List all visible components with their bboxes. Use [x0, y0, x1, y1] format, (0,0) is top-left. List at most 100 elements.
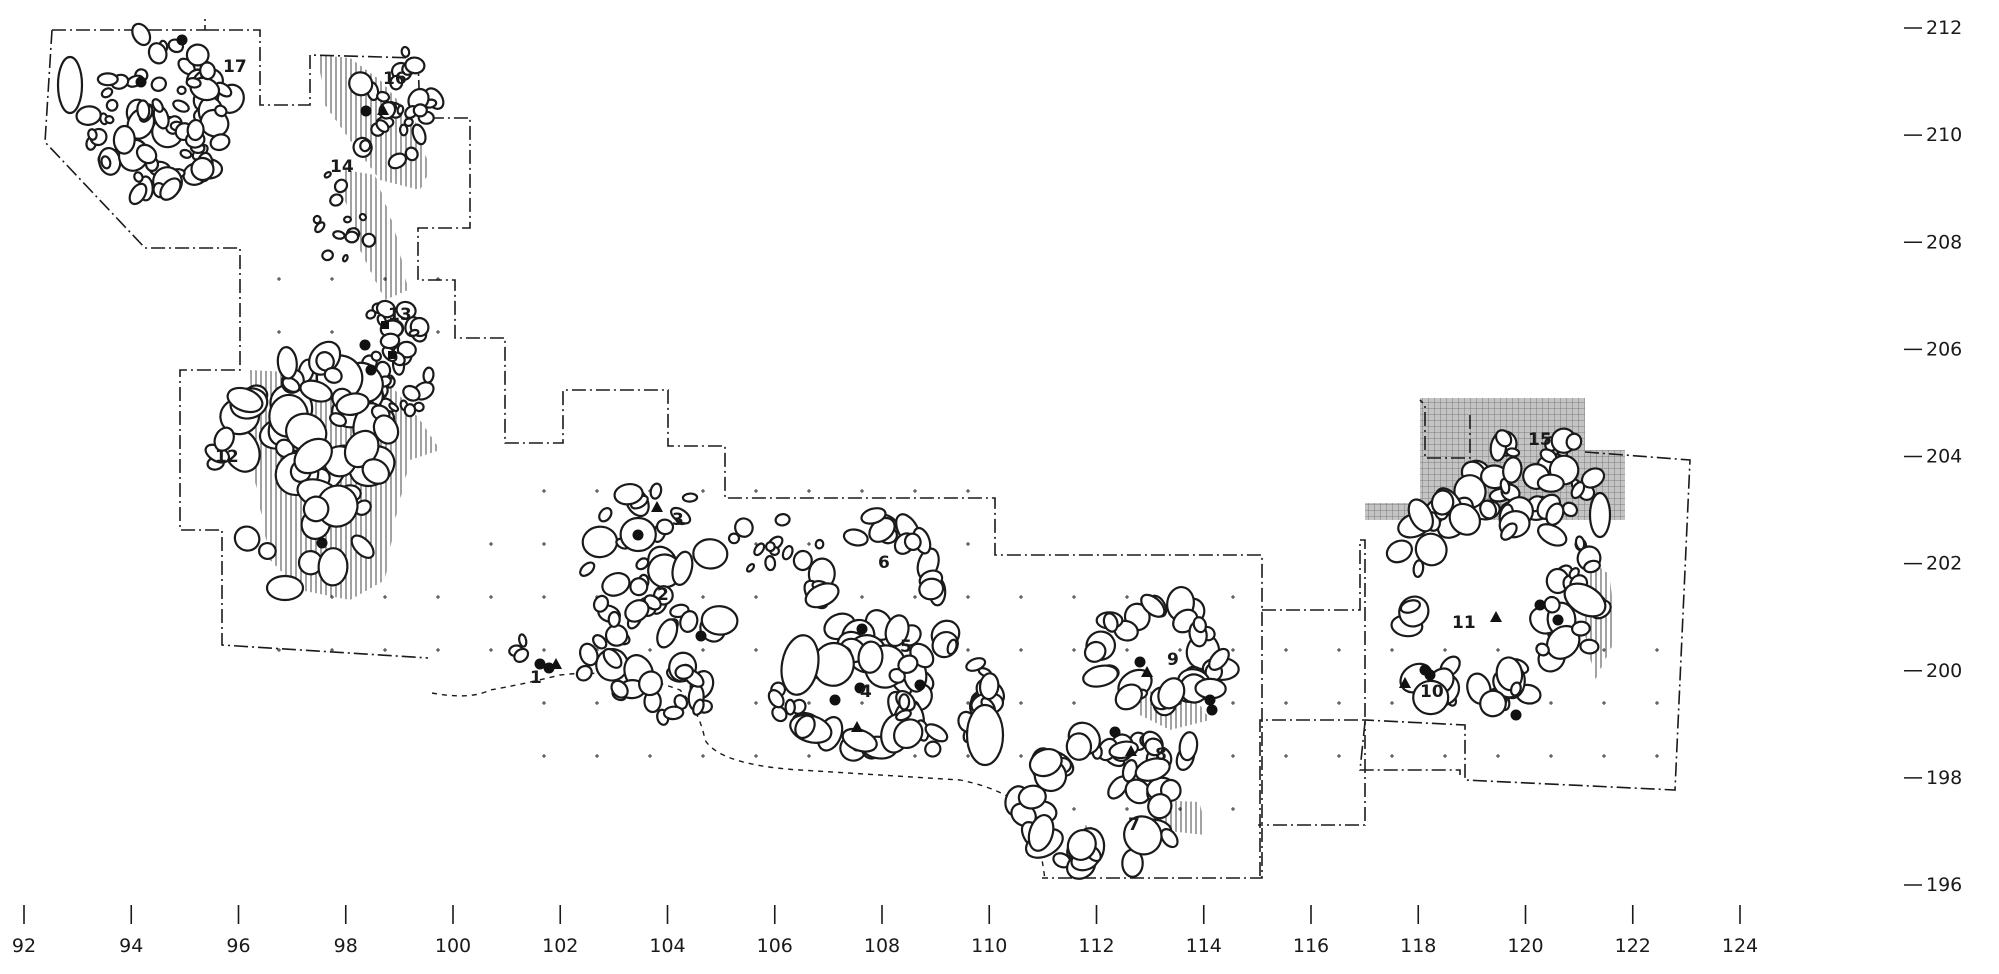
find-dot — [1204, 694, 1216, 706]
grid-cross — [754, 648, 758, 652]
stone — [700, 605, 739, 636]
stone — [87, 128, 98, 141]
stone — [1502, 456, 1523, 484]
stone — [674, 663, 694, 680]
find-dot — [1134, 656, 1146, 668]
stone — [978, 672, 1000, 701]
stone — [656, 618, 679, 649]
grid-cross — [1337, 754, 1341, 758]
stone — [1114, 683, 1143, 711]
stone — [1017, 784, 1047, 810]
find-triangle — [1490, 611, 1502, 622]
stone — [329, 412, 347, 428]
grid-cross — [436, 277, 440, 281]
stone — [344, 230, 360, 244]
stone — [892, 718, 924, 750]
stone — [649, 482, 663, 500]
stone — [398, 123, 409, 137]
grid-cross — [807, 701, 811, 705]
grid-cross — [701, 595, 705, 599]
stone — [400, 45, 411, 58]
stone — [1065, 732, 1093, 761]
x-tick-label: 102 — [542, 935, 578, 957]
stone — [1565, 432, 1583, 451]
y-tick-label: 212 — [1926, 17, 1962, 39]
structure-label-10: 10 — [1420, 682, 1444, 702]
grid-cross — [1072, 807, 1076, 811]
structure-label-17: 17 — [223, 57, 247, 77]
stone — [575, 664, 593, 682]
stone — [604, 624, 629, 647]
stone — [329, 193, 344, 207]
grid-cross — [542, 489, 546, 493]
grid-cross — [595, 701, 599, 705]
grid-cross — [860, 701, 864, 705]
stone — [350, 534, 375, 559]
find-dot — [360, 105, 372, 117]
find-dot — [534, 658, 546, 670]
structure-label-9: 9 — [1167, 650, 1179, 670]
find-triangle — [651, 501, 663, 512]
stone — [135, 143, 158, 165]
stone — [1407, 498, 1434, 533]
grid-cross — [701, 648, 705, 652]
structure-label-12: 12 — [215, 447, 239, 467]
stone — [1082, 664, 1119, 688]
grid-cross — [807, 489, 811, 493]
grid-cross — [542, 648, 546, 652]
stone — [579, 642, 599, 667]
stone — [389, 74, 404, 91]
grid-cross — [383, 648, 387, 652]
stone-large — [226, 386, 264, 414]
stone — [403, 403, 417, 418]
stone — [1102, 612, 1119, 633]
find-triangle — [851, 721, 863, 732]
stone — [314, 221, 326, 234]
stone-large — [56, 55, 84, 115]
x-tick-label: 122 — [1615, 935, 1651, 957]
grid-cross — [1072, 701, 1076, 705]
stone — [276, 346, 298, 380]
find-triangle — [1141, 666, 1153, 677]
stone — [784, 698, 796, 716]
grid-cross — [1655, 648, 1659, 652]
stone — [804, 582, 840, 609]
stone — [136, 99, 151, 121]
stone — [1499, 477, 1511, 495]
stone — [601, 572, 631, 597]
structure-label-3: 3 — [672, 510, 684, 530]
grid-cross — [1284, 648, 1288, 652]
stone — [767, 689, 785, 709]
grid-cross — [1496, 754, 1500, 758]
stone — [1066, 828, 1097, 862]
y-tick-label: 198 — [1926, 767, 1962, 789]
grid-cross — [807, 754, 811, 758]
grid-cross — [1019, 595, 1023, 599]
find-dot — [365, 364, 377, 376]
structure-label-13: 13 — [388, 305, 412, 325]
structure-label-7: 7 — [1128, 815, 1140, 835]
stone — [857, 640, 884, 674]
stone — [128, 182, 148, 206]
x-tick-label: 114 — [1186, 935, 1222, 957]
find-dot — [359, 339, 371, 351]
structure-label-6: 6 — [878, 553, 890, 573]
structure-label-16: 16 — [383, 69, 407, 89]
stone — [100, 87, 114, 99]
stone — [150, 76, 167, 92]
stone — [281, 376, 301, 393]
find-triangle — [1399, 677, 1411, 688]
stone — [592, 634, 608, 650]
stone — [1543, 595, 1561, 614]
y-tick-label: 204 — [1926, 446, 1962, 468]
y-tick-label: 200 — [1926, 660, 1962, 682]
stone — [348, 71, 374, 97]
grid-cross — [1072, 648, 1076, 652]
trench-boundary-east — [1259, 539, 1461, 880]
grid-cross — [542, 542, 546, 546]
stone — [402, 384, 421, 402]
stone — [185, 77, 202, 89]
stone — [764, 541, 776, 553]
